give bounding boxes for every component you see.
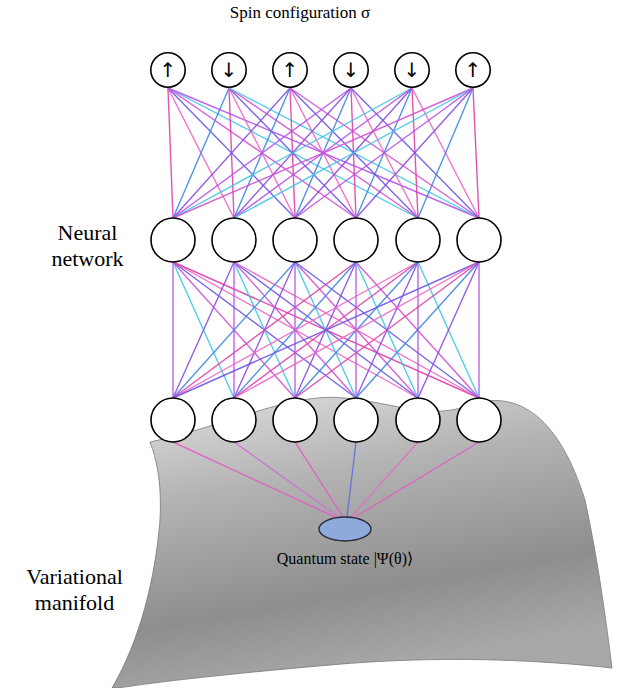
weight-line [295, 262, 479, 398]
spin-outline [212, 53, 246, 87]
spin-arrow: ↓ [221, 60, 238, 80]
neuron [334, 218, 378, 262]
weight-line [173, 262, 295, 398]
weight-line [173, 88, 290, 218]
state-ellipse [319, 517, 371, 541]
state-label: Quantum state |Ψ(θ)⟩ [271, 549, 420, 568]
weight-line [173, 262, 418, 398]
weight-line [295, 442, 343, 517]
neuron [273, 398, 317, 442]
weight-line [168, 88, 234, 218]
weight-line [172, 262, 173, 398]
spin-arrow: ↑ [282, 60, 299, 80]
layer-title: Spin configuration σ [150, 3, 450, 23]
weight-line [173, 88, 473, 218]
spin-arrow: ↑ [160, 60, 177, 80]
spin-node: ↓ [211, 52, 247, 88]
weight-line [356, 262, 479, 398]
weight-line [168, 88, 295, 218]
neuron [457, 218, 501, 262]
side-label: Variational manifold [2, 564, 147, 617]
neuron [457, 398, 501, 442]
weight-line [356, 262, 479, 398]
weight-line [478, 262, 479, 398]
weight-line [234, 262, 479, 398]
spin-node: ↑ [272, 52, 308, 88]
weight-line [356, 88, 473, 218]
neuron [212, 218, 256, 262]
weight-line [229, 88, 479, 218]
weight-line [173, 442, 335, 517]
spin-arrow: ↓ [343, 60, 360, 80]
weight-line [168, 88, 356, 218]
variational-surface [112, 397, 612, 688]
weight-line [173, 88, 412, 218]
state-ellipse-box [317, 515, 373, 543]
weight-line [173, 262, 234, 398]
spin-outline [334, 53, 368, 87]
weight-line [234, 442, 339, 517]
weight-line [473, 88, 479, 218]
neuron [151, 218, 195, 262]
spin-outline [151, 53, 185, 87]
spin-arrow: ↓ [404, 60, 421, 80]
weight-line [173, 262, 418, 398]
neuron [396, 398, 440, 442]
weight-line [355, 442, 479, 517]
weight-line [168, 88, 418, 218]
weight-line [168, 88, 173, 218]
weight-line [234, 88, 473, 218]
weight-line [351, 442, 418, 517]
weight-line [347, 442, 356, 517]
neuron [151, 398, 195, 442]
weight-line [418, 262, 479, 398]
weight-line [173, 262, 295, 398]
spin-outline [273, 53, 307, 87]
weight-line [173, 88, 229, 218]
weight-line [173, 262, 356, 398]
side-label: Neural network [25, 220, 150, 273]
weight-line [173, 262, 356, 398]
spin-node: ↓ [394, 52, 430, 88]
spin-node: ↑ [150, 52, 186, 88]
spin-node: ↑ [455, 52, 491, 88]
neuron [334, 398, 378, 442]
weight-line [173, 262, 234, 398]
neuron [273, 218, 317, 262]
network-wires [168, 88, 479, 517]
spin-arrow: ↑ [465, 60, 482, 80]
weight-line [173, 262, 479, 398]
weight-line [418, 262, 479, 398]
spin-outline [456, 53, 490, 87]
weight-line [234, 262, 479, 398]
quantum-state: Quantum state |Ψ(θ)⟩ [271, 515, 420, 568]
neuron [212, 398, 256, 442]
spin-outline [395, 53, 429, 87]
weight-line [168, 88, 479, 218]
spin-node: ↓ [333, 52, 369, 88]
neuron [396, 218, 440, 262]
weight-line [295, 88, 473, 218]
weight-line [173, 262, 479, 398]
weight-line [295, 262, 479, 398]
weight-line [418, 88, 473, 218]
weight-line [351, 88, 479, 218]
